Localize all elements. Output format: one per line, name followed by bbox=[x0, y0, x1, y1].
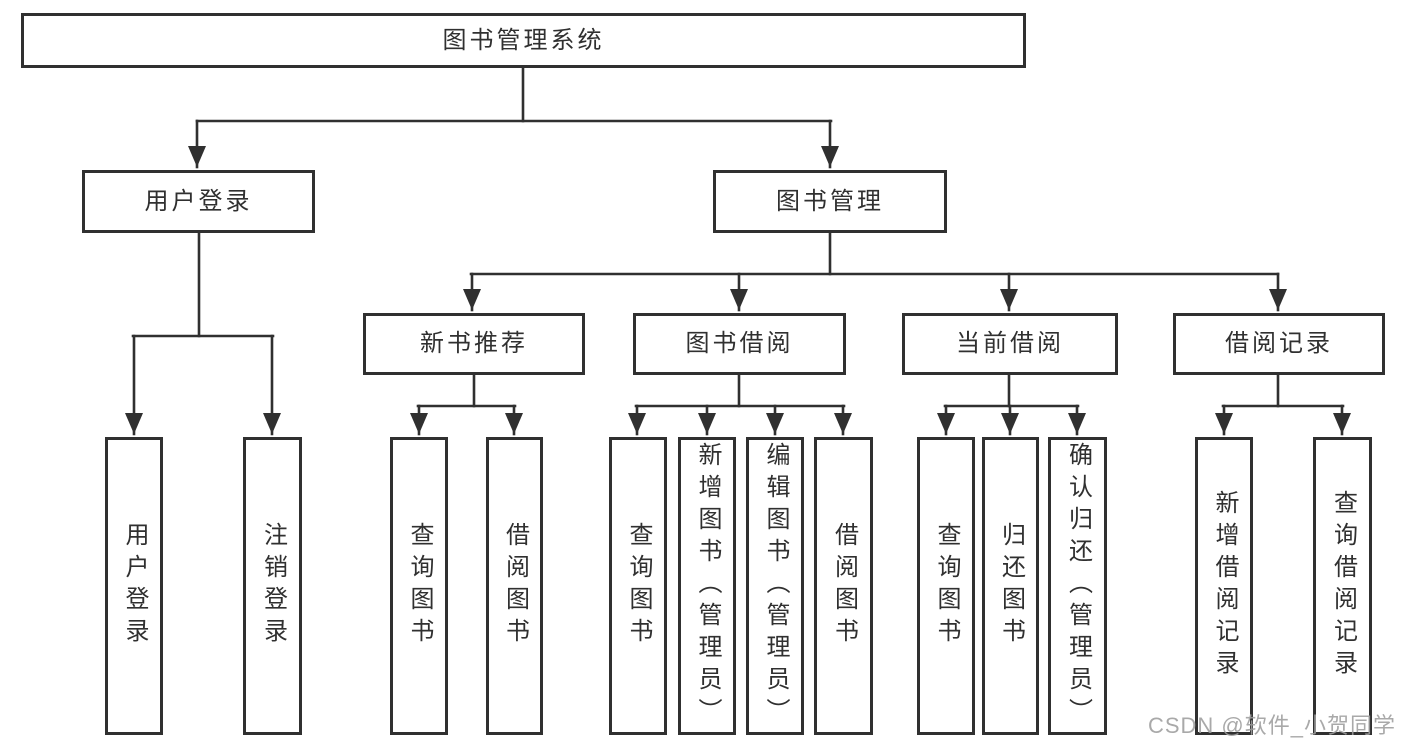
leaf-add-borrow-record-label: 新增借阅记录 bbox=[1211, 490, 1238, 682]
leaf-add-books-admin-label: 新增图书（管理员） bbox=[694, 442, 721, 730]
leaf-query-books-current: 查询图书 bbox=[917, 437, 975, 735]
node-borrow-records: 借阅记录 bbox=[1173, 313, 1385, 375]
leaf-edit-books-admin: 编辑图书（管理员） bbox=[746, 437, 804, 735]
leaf-query-books-borrow: 查询图书 bbox=[609, 437, 667, 735]
node-book-management-label: 图书管理 bbox=[776, 187, 884, 215]
leaf-add-books-admin: 新增图书（管理员） bbox=[678, 437, 736, 735]
node-book-borrow-label: 图书借阅 bbox=[685, 330, 794, 357]
leaf-logout-label: 注销登录 bbox=[259, 522, 287, 650]
leaf-borrow-books: 借阅图书 bbox=[814, 437, 873, 735]
leaf-borrow-books-recommend-label: 借阅图书 bbox=[501, 522, 529, 650]
node-book-management: 图书管理 bbox=[713, 170, 947, 233]
leaf-edit-books-admin-label: 编辑图书（管理员） bbox=[762, 442, 789, 730]
node-book-borrow: 图书借阅 bbox=[633, 313, 846, 375]
leaf-query-borrow-record: 查询借阅记录 bbox=[1313, 437, 1372, 735]
leaf-query-books-recommend-label: 查询图书 bbox=[406, 522, 433, 650]
leaf-return-books-label: 归还图书 bbox=[997, 522, 1025, 650]
node-user-login-label: 用户登录 bbox=[144, 187, 253, 215]
leaf-confirm-return-admin: 确认归还（管理员） bbox=[1048, 437, 1107, 735]
leaf-add-borrow-record: 新增借阅记录 bbox=[1195, 437, 1253, 735]
leaf-query-books-borrow-label: 查询图书 bbox=[625, 522, 652, 650]
node-new-book-recommend: 新书推荐 bbox=[363, 313, 585, 375]
leaf-logout: 注销登录 bbox=[243, 437, 302, 735]
node-new-book-recommend-label: 新书推荐 bbox=[420, 330, 528, 357]
leaf-query-borrow-record-label: 查询借阅记录 bbox=[1329, 490, 1357, 682]
leaf-borrow-books-label: 借阅图书 bbox=[830, 522, 858, 650]
node-current-borrow: 当前借阅 bbox=[902, 313, 1118, 375]
leaf-return-books: 归还图书 bbox=[982, 437, 1039, 735]
node-current-borrow-label: 当前借阅 bbox=[956, 330, 1064, 357]
node-borrow-records-label: 借阅记录 bbox=[1225, 330, 1333, 357]
leaf-user-login: 用户登录 bbox=[105, 437, 163, 735]
node-user-login: 用户登录 bbox=[82, 170, 315, 233]
leaf-user-login-label: 用户登录 bbox=[121, 522, 148, 650]
leaf-borrow-books-recommend: 借阅图书 bbox=[486, 437, 543, 735]
leaf-query-books-recommend: 查询图书 bbox=[390, 437, 448, 735]
leaf-query-books-current-label: 查询图书 bbox=[933, 522, 960, 650]
node-root-label: 图书管理系统 bbox=[442, 26, 605, 54]
node-root: 图书管理系统 bbox=[21, 13, 1026, 68]
leaf-confirm-return-admin-label: 确认归还（管理员） bbox=[1064, 442, 1092, 730]
